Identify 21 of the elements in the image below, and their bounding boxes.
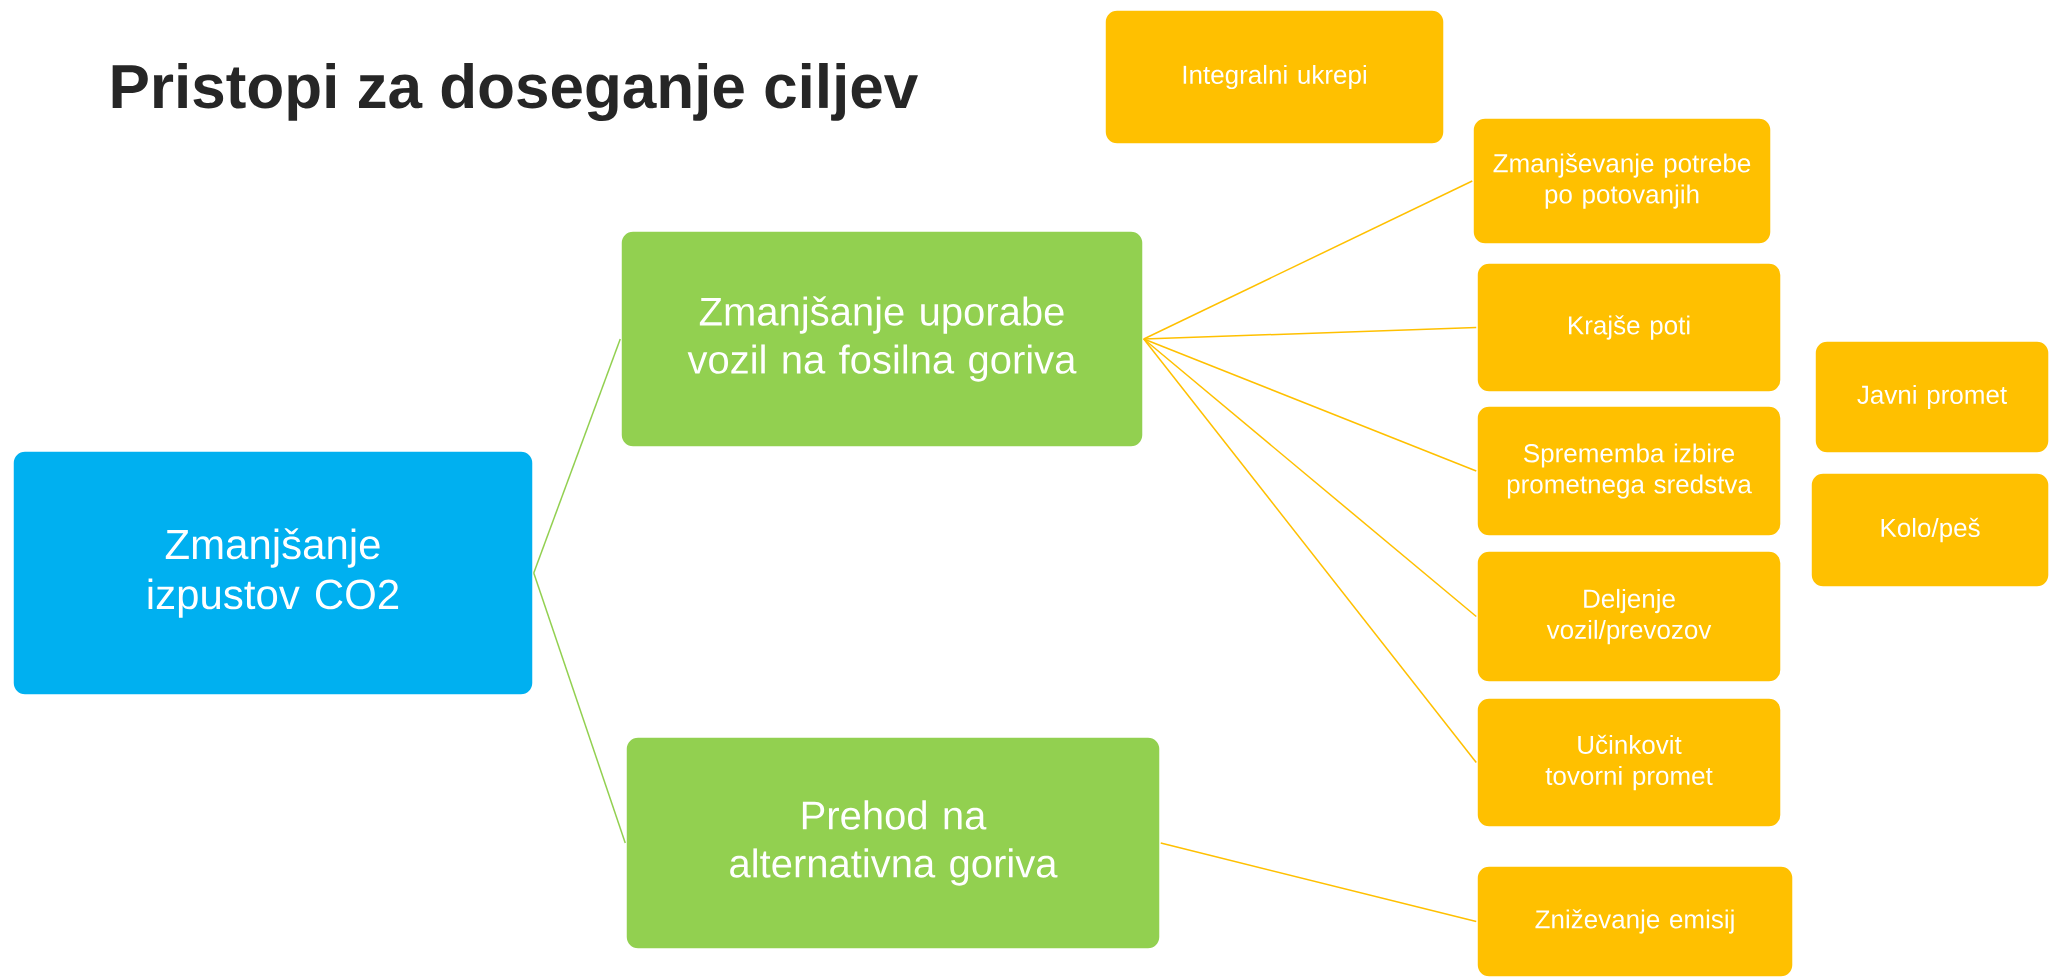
concept-box: Zmanjšanje uporabe vozil na fosilna goriva [620, 230, 1144, 448]
connector-line [1160, 842, 1477, 923]
connector-line [533, 338, 621, 574]
connector-line [1143, 180, 1473, 340]
concept-box: Zniževanje emisij [1476, 865, 1794, 978]
concept-box: Krajše poti [1476, 262, 1782, 393]
connector-line [1143, 326, 1477, 340]
connector-line [1143, 338, 1477, 472]
concept-box: Javni promet [1814, 340, 2049, 454]
concept-box: Deljenje vozil/prevozov [1476, 550, 1782, 683]
concept-box: Sprememba izbire prometnega sredstva [1476, 405, 1782, 537]
concept-box: Učinkovit tovorni promet [1476, 697, 1782, 828]
connector-line [533, 572, 626, 844]
concept-box: Prehod na alternativna goriva [625, 736, 1161, 950]
connector-line [1143, 338, 1477, 764]
concept-box: Zmanjševanje potrebe po potovanjih [1472, 117, 1772, 245]
slide-title: Pristopi za doseganje ciljev [112, 63, 918, 122]
concept-box: Kolo/peš [1810, 472, 2049, 588]
connector-line [1143, 338, 1477, 618]
concept-box: Integralni ukrepi [1104, 9, 1445, 145]
concept-box: Zmanjšanje izpustov CO2 [12, 450, 534, 696]
